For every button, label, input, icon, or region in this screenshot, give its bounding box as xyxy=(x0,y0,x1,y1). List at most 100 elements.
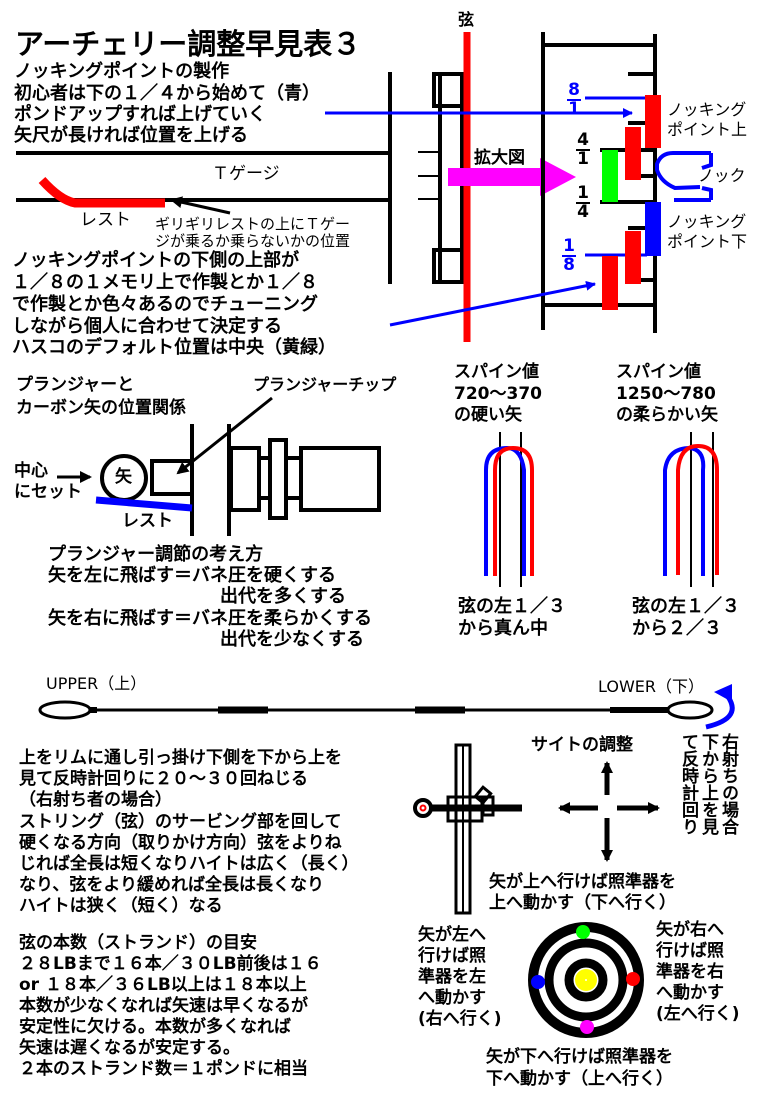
spine-soft-diagram xyxy=(663,432,719,587)
note-line: ノッキングポイントの下側の上部が xyxy=(12,250,300,271)
nock-point-upper-marker xyxy=(645,95,661,148)
target-dot-right xyxy=(626,972,640,986)
twist-line: じれば全長は短くなりハイトは広く（長く） xyxy=(19,854,359,874)
twist-line: 硬くなる方向（取りかけ方向）弦をよりね xyxy=(19,833,342,853)
strand-line: 弦の本数（ストランド）の目安 xyxy=(19,933,257,953)
tip-pointer-arrow xyxy=(176,396,273,475)
sight-heading: サイトの調整 xyxy=(531,735,633,755)
target-diagram xyxy=(528,922,644,1038)
enlarged-nocking-diagram xyxy=(541,32,713,333)
spine-soft-line: スパイン値 xyxy=(616,362,701,382)
nocking-line: 初心者は下の１／４から始めて（青） xyxy=(14,83,320,104)
fraction-den: 4 xyxy=(577,202,589,222)
plunger-adjust-line: 矢を左に飛ばす＝バネ圧を硬くする xyxy=(48,565,336,586)
sight-right-line: 準器を右 xyxy=(656,962,724,982)
nocking-line: 矢尺が長ければ位置を上げる xyxy=(14,125,248,146)
twist-line: （右射ち者の場合） xyxy=(19,790,172,810)
nock-point-lower-marker xyxy=(645,202,661,256)
spine-soft-caption: 弦の左１／３ xyxy=(632,596,740,617)
plunger-rest-label: レスト xyxy=(122,511,173,531)
lower-loop xyxy=(666,700,714,720)
arrow-glyph-label: 矢 xyxy=(115,467,132,487)
vertical-note-column: 下から上を見 xyxy=(698,733,718,835)
plunger-tip-label: プランジャーチップ xyxy=(253,375,397,394)
plunger-diagram xyxy=(57,396,381,536)
plunger-adjust-line: 出代を少なくする xyxy=(220,629,364,650)
spine-stiff-line: の硬い矢 xyxy=(454,405,522,425)
sight-left-line: (右へ行く) xyxy=(418,1009,502,1029)
page-title: アーチェリー調整早見表３ xyxy=(15,27,362,61)
fraction-num: 4 xyxy=(577,130,589,150)
twist-line: ハイトは狭く（短く）なる xyxy=(19,896,223,916)
spine-soft-line: 1250～780 xyxy=(616,384,716,404)
rest-pointer-arrow xyxy=(170,196,231,215)
nock-point-upper-label: ポイント上 xyxy=(667,120,748,139)
strand-line: or １８本／３６LB以上は１８本以上 xyxy=(19,975,307,995)
fraction-quarter-bottom: 1 4 xyxy=(576,185,590,221)
sight-direction-cross xyxy=(558,761,660,862)
plunger-tip xyxy=(150,459,194,496)
strand-line: ２本のストランド数＝１ポンドに相当 xyxy=(19,1059,308,1079)
fraction-eighth-bottom: 1 8 xyxy=(562,238,576,274)
sight-down-line: 矢が下へ行けば照準器を xyxy=(486,1047,673,1067)
rest-label: レスト xyxy=(80,210,131,230)
string-diagram xyxy=(418,32,576,342)
note-line: しながら個人に合わせて決定する xyxy=(12,316,282,337)
vertical-note-column: 右射ちの場合 xyxy=(718,733,738,835)
nock-point-lower-label: ポイント下 xyxy=(667,232,748,251)
sight-left-line: 行けば照 xyxy=(418,946,486,966)
plunger-heading: プランジャーと xyxy=(16,375,135,395)
strand-line: 安定性に欠ける。本数が多くなれば xyxy=(19,1017,291,1037)
target-dot-left xyxy=(531,975,545,989)
upper-loop xyxy=(38,700,92,720)
strand-line: 矢速は遅くなるが安定する。 xyxy=(19,1038,240,1058)
twist-line: 見て反時計回りに２０～３０回ねじる xyxy=(19,769,308,789)
full-bowstring-diagram xyxy=(38,684,735,730)
note-line: １／８の１メモリ上で作製とか１／８ xyxy=(12,272,318,293)
sight-up-line: 矢が上へ行けば照準器を xyxy=(489,872,676,892)
fraction-den: 8 xyxy=(563,255,575,275)
plunger-rest xyxy=(95,496,193,512)
sight-right-line: 行けば照 xyxy=(656,941,724,961)
sight-up-line: 上へ動かす（下へ行く） xyxy=(489,893,676,913)
sight-right-line: (左へ行く) xyxy=(656,1004,740,1024)
note-line: ハスコのデフォルト位置は中央（黄緑） xyxy=(12,337,336,358)
spine-stiff-line: 720～370 xyxy=(454,384,542,404)
hasco-default-marker xyxy=(602,150,618,202)
nock-point-upper-label: ノッキング xyxy=(667,100,747,119)
nocking-line: ノッキングポイントの製作 xyxy=(14,61,230,82)
fraction-eighth-top: 8 1 xyxy=(567,82,581,118)
strand-line: 本数が少なくなれば矢速は早くなるが xyxy=(19,996,308,1016)
fraction-num: 8 xyxy=(568,80,580,100)
plunger-adjust-line: 出代を多くする xyxy=(220,586,346,607)
lower-note-arrow xyxy=(389,280,596,327)
spine-soft-caption: から２／３ xyxy=(632,618,722,639)
vertical-note: 右射ちの場合 下から上を見 て反時計回り xyxy=(678,733,738,835)
plunger-heading: カーボン矢の位置関係 xyxy=(16,398,186,418)
nock-label: ノック xyxy=(698,166,746,185)
fraction-num: 1 xyxy=(577,183,589,203)
spine-stiff-caption: 弦の左１／３ xyxy=(458,596,566,617)
rest-shape xyxy=(38,176,165,208)
spine-stiff-diagram xyxy=(484,432,534,587)
sight-down-line: 下へ動かす（上へ行く） xyxy=(486,1069,673,1089)
t-gauge-diagram xyxy=(16,72,392,284)
lower-label: LOWER（下） xyxy=(598,677,704,696)
twist-line: なり、弦をより緩めれば全長は長くなり xyxy=(19,875,324,895)
fraction-num: 1 xyxy=(563,236,575,256)
sight-left-line: 矢が左へ xyxy=(418,925,486,945)
t-gauge-note-line: ジが乗るか乗らないかの位置 xyxy=(155,232,351,250)
fraction-den: 1 xyxy=(568,99,580,119)
zoom-label: 拡大図 xyxy=(474,148,525,168)
t-gauge-label: Ｔゲージ xyxy=(212,164,280,184)
nocking-line: ポンドアップすれば上げていく xyxy=(14,104,266,125)
target-dot-up xyxy=(576,925,590,939)
sight-right-line: へ動かす xyxy=(656,983,724,1003)
sight-left-line: 準器を左 xyxy=(418,967,486,987)
twist-direction-icon xyxy=(714,684,732,702)
sight-left-line: へ動かす xyxy=(418,988,486,1008)
fraction-quarter-top: 4 1 xyxy=(576,132,590,168)
target-dot-down xyxy=(580,1020,594,1034)
strand-line: ２８LBまで１６本／３０LB前後は１６ xyxy=(19,954,322,974)
